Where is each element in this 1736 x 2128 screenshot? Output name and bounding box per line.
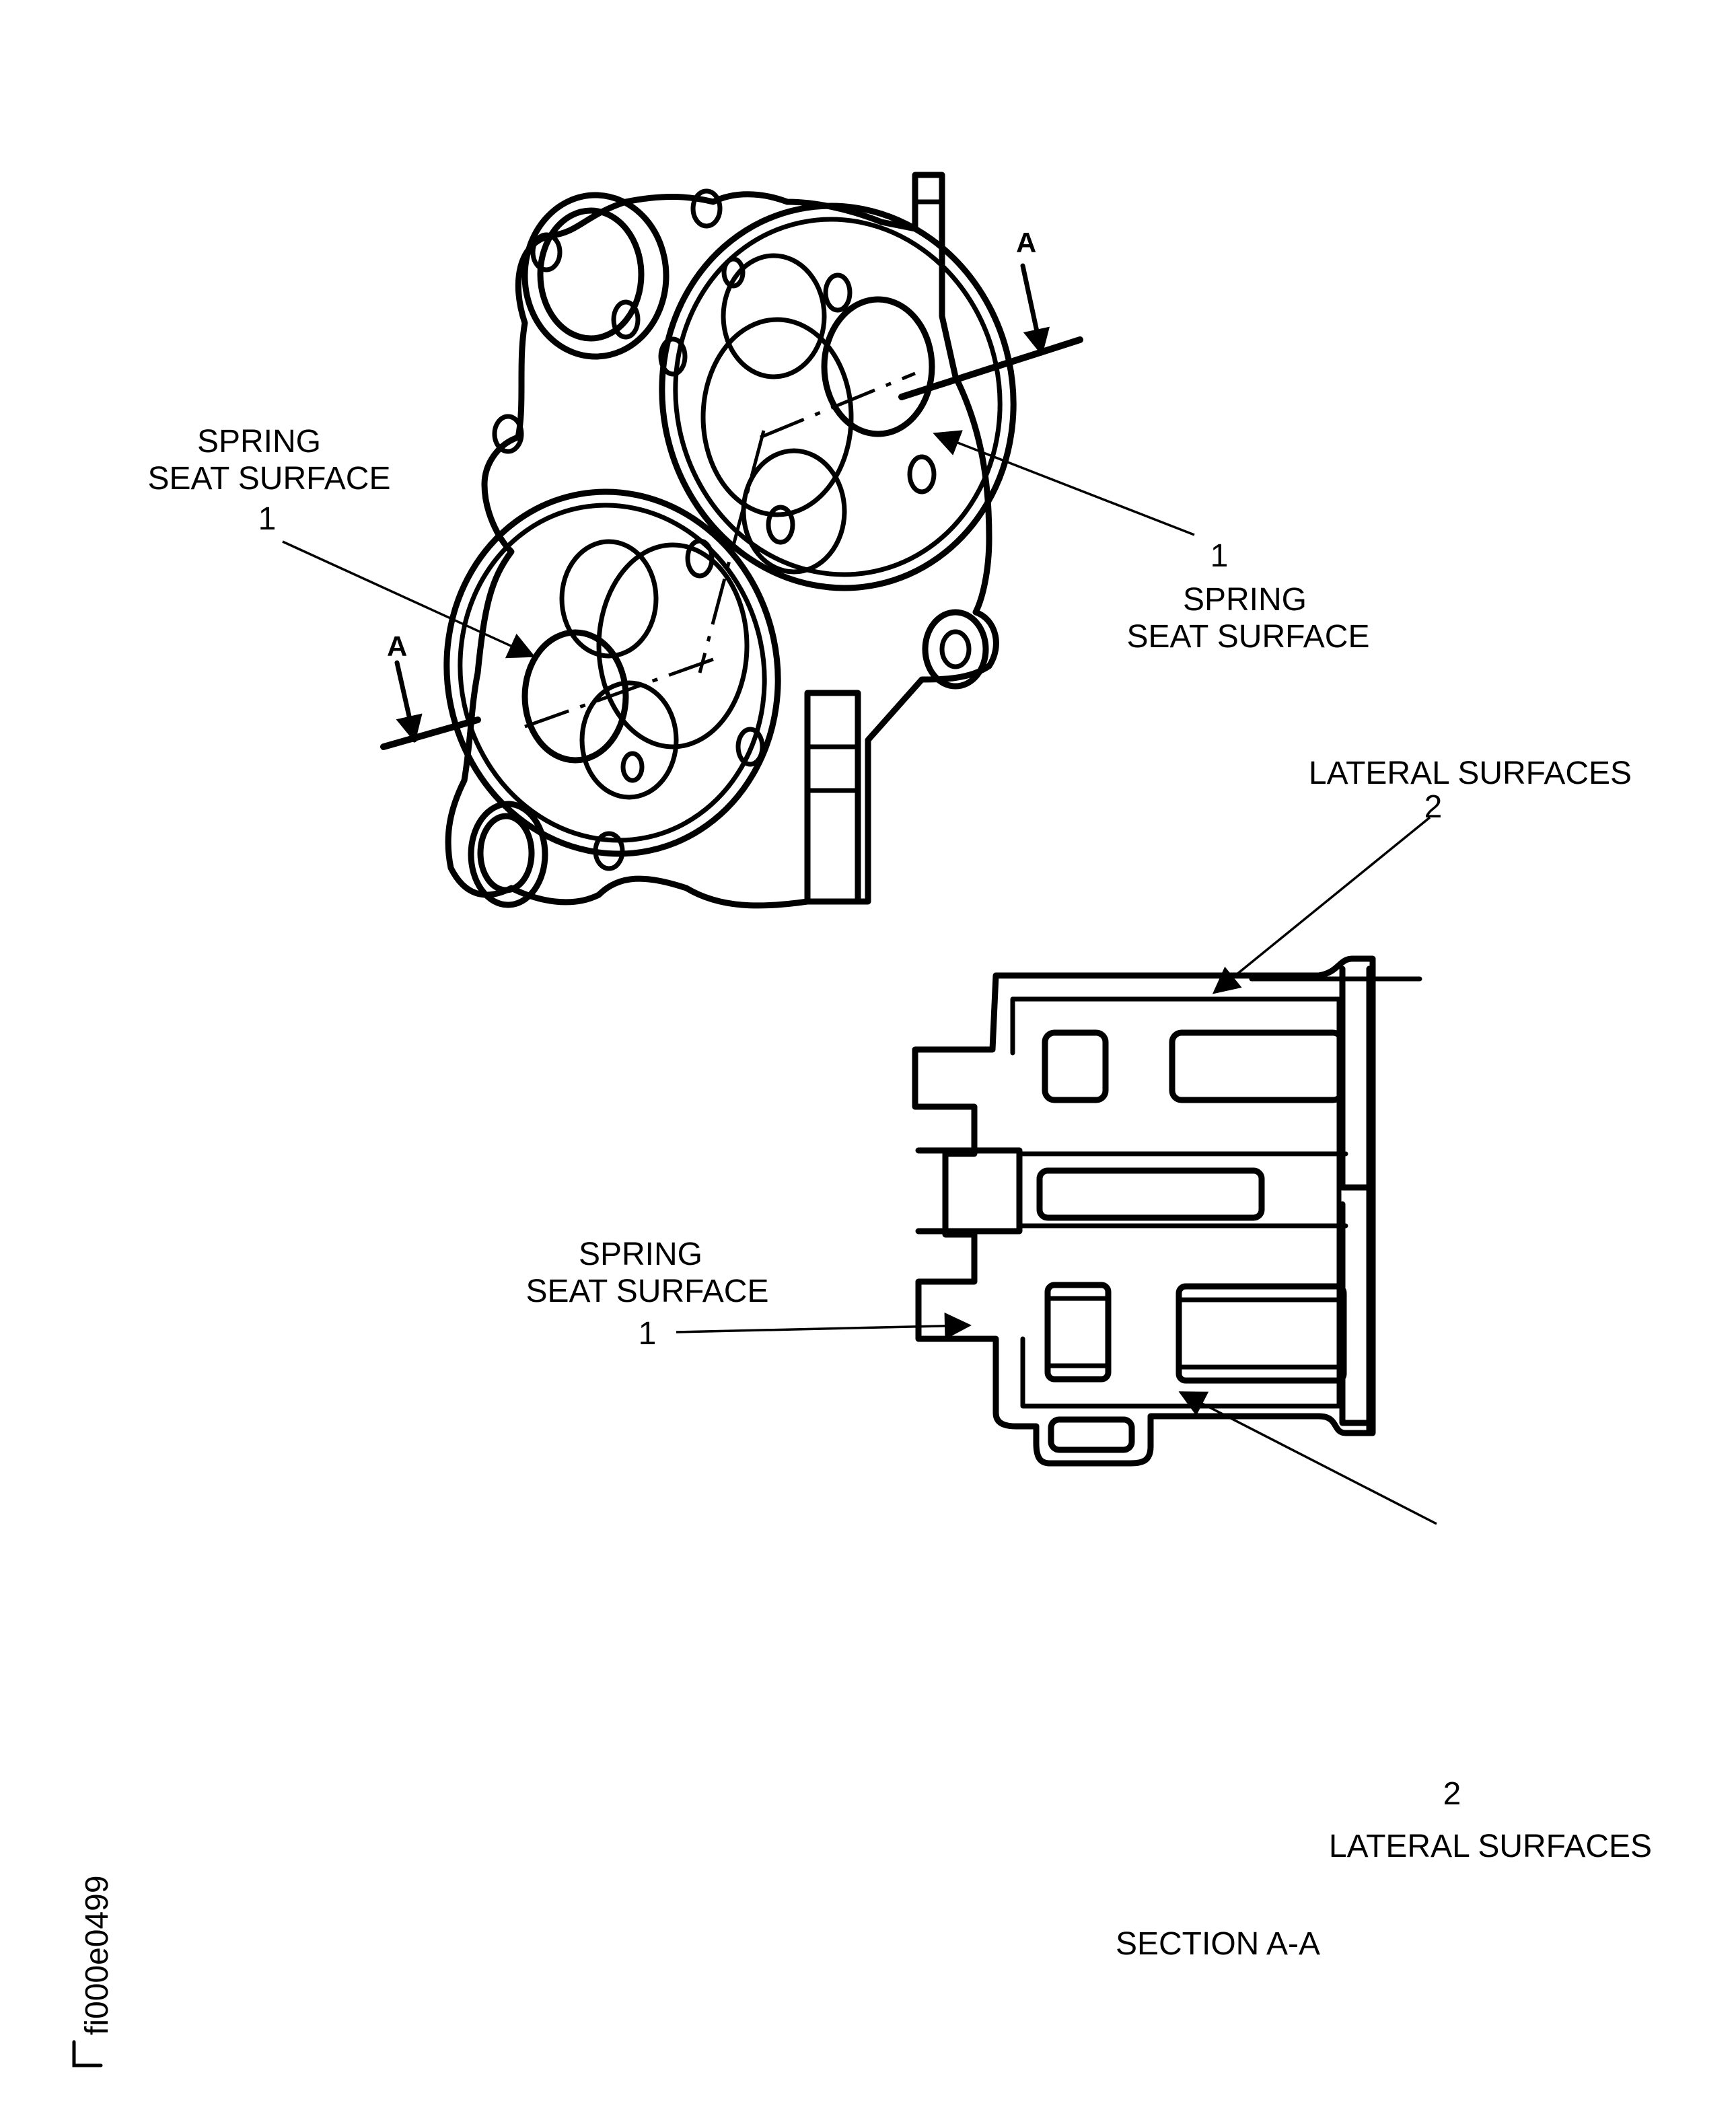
- housing-top-view: A A: [282, 172, 1195, 909]
- bolt-hole: [620, 751, 645, 783]
- lower-right-lug-divider: [805, 744, 861, 793]
- callout-spring-seat-top-right: 1 SPRING SEAT SURFACE: [1127, 538, 1370, 655]
- upper-lobe-top: [721, 253, 827, 379]
- bolt-hole: [658, 336, 688, 377]
- bolt-hole: [939, 629, 972, 669]
- center-window: [1036, 1167, 1265, 1221]
- svg-text:1: 1: [1210, 538, 1229, 574]
- lower-bore-outer-ring: [443, 488, 781, 857]
- svg-text:1: 1: [258, 501, 277, 537]
- bolt-hole: [530, 232, 563, 272]
- upper-spring-seat: [821, 296, 935, 437]
- bolt-hole: [721, 256, 746, 289]
- svg-text:LATERAL SURFACES: LATERAL SURFACES: [1329, 1829, 1652, 1864]
- central-web: [1017, 1151, 1348, 1228]
- centerline: [760, 371, 916, 439]
- spring-seat-boss: [915, 1147, 1023, 1235]
- bolt-hole: [735, 727, 765, 767]
- svg-text:SEAT SURFACE: SEAT SURFACE: [526, 1274, 769, 1309]
- cut-plane-letter-bottom: A: [387, 630, 407, 662]
- lower-small-window: [1044, 1282, 1112, 1383]
- centerline: [698, 430, 766, 673]
- lower-lobe-top: [559, 539, 659, 659]
- bolt-hole: [766, 505, 795, 545]
- lower-gear-pocket: [596, 542, 750, 749]
- svg-text:1: 1: [639, 1316, 657, 1352]
- leader-line-spring-seat-right: [933, 430, 1195, 536]
- upper-boss-outer: [521, 192, 670, 360]
- upper-large-window: [1169, 1029, 1346, 1103]
- cut-arrow-bottom: [394, 660, 423, 743]
- section-cut-line: [898, 336, 1083, 400]
- bolt-hole: [611, 299, 641, 340]
- lower-small-window-inner: [1045, 1296, 1111, 1368]
- callout-spring-seat-top-left: SPRING SEAT SURFACE 1: [148, 424, 391, 537]
- corner-mark: [72, 2040, 103, 2067]
- bolt-hole: [492, 414, 524, 454]
- lower-large-window-inner: [1176, 1297, 1346, 1370]
- svg-text:SPRING: SPRING: [1183, 582, 1307, 618]
- bolt-hole: [823, 272, 853, 313]
- lower-lobe-bottom: [579, 680, 679, 800]
- leader-line-spring-seat-left: [282, 540, 536, 659]
- leader-line-spring-seat-section: [676, 1312, 972, 1340]
- section-title: SECTION A-A: [1116, 1926, 1320, 1962]
- bolt-boss: [922, 609, 989, 690]
- centerline: [524, 657, 714, 729]
- figure-id-block: fi000e0499: [72, 1875, 115, 2067]
- svg-text:SEAT SURFACE: SEAT SURFACE: [1127, 619, 1370, 655]
- bolt-hole: [907, 454, 937, 494]
- svg-text:SEAT SURFACE: SEAT SURFACE: [148, 461, 391, 497]
- upper-small-window: [1042, 1029, 1109, 1103]
- upper-boss-inner: [537, 207, 645, 342]
- svg-text:SPRING: SPRING: [579, 1237, 702, 1272]
- svg-text:2: 2: [1443, 1776, 1461, 1812]
- callout-spring-seat-section: SPRING SEAT SURFACE 1: [526, 1237, 769, 1352]
- section-a-a-view: [676, 816, 1437, 1525]
- cut-arrow-top: [1020, 263, 1050, 356]
- cut-plane-letter-top: A: [1016, 227, 1036, 258]
- lower-bore-inner-ring: [458, 503, 767, 843]
- bottom-tab: [1048, 1416, 1135, 1453]
- svg-text:LATERAL SURFACES: LATERAL SURFACES: [1309, 756, 1632, 791]
- lower-right-lug: [804, 690, 861, 905]
- bolt-hole: [685, 538, 715, 579]
- callout-lateral-bottom: 2 LATERAL SURFACES: [1329, 1776, 1652, 1864]
- svg-text:SPRING: SPRING: [197, 424, 321, 460]
- lower-boss-inner: [477, 813, 535, 893]
- lower-boss-outer: [468, 801, 548, 908]
- lower-spring-seat: [521, 629, 629, 764]
- callout-lateral-top: LATERAL SURFACES 2: [1309, 756, 1632, 825]
- right-flange: [1339, 965, 1376, 1436]
- leader-line-lateral-top: [1212, 816, 1431, 994]
- housing-outline: [445, 172, 999, 909]
- svg-text:2: 2: [1424, 789, 1443, 825]
- section-outline-outer: [912, 955, 1376, 1467]
- section-outline-inner: [1010, 996, 1342, 1409]
- leader-line-lateral-bottom: [1178, 1391, 1437, 1525]
- figure-id: fi000e0499: [79, 1875, 115, 2035]
- upper-gear-pocket: [700, 317, 854, 517]
- bolt-hole: [690, 188, 723, 229]
- lower-large-window: [1176, 1283, 1347, 1384]
